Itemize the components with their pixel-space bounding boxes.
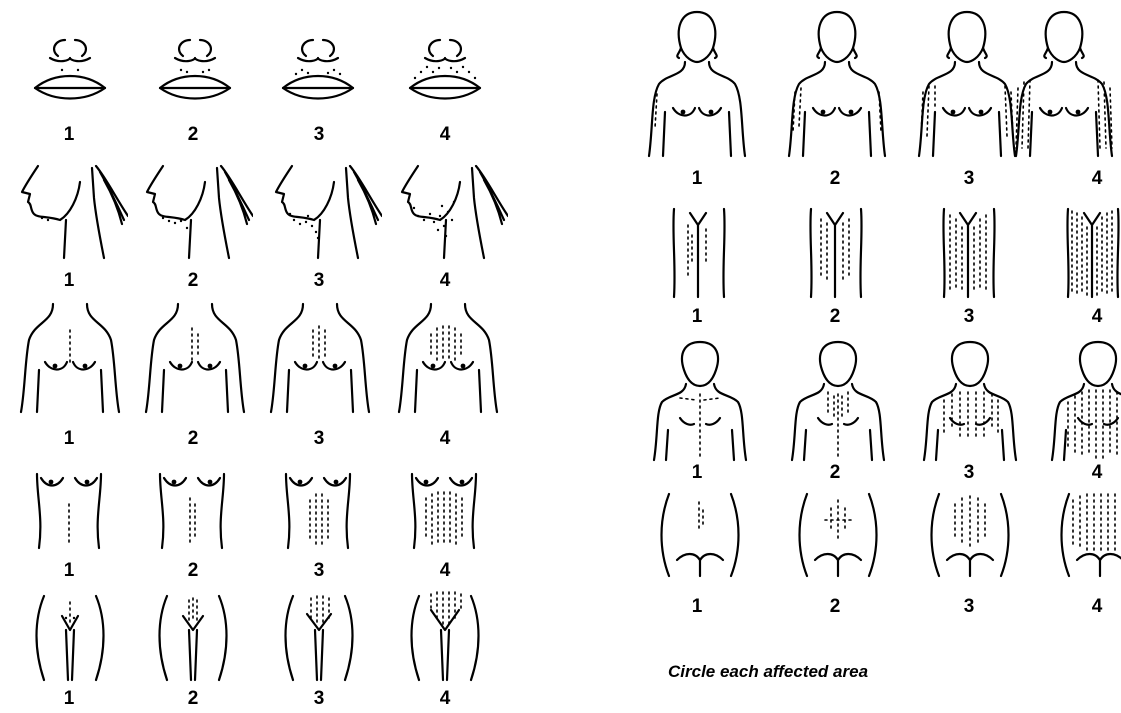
thighs-figure-1 <box>668 205 730 300</box>
thighs-figure-4 <box>1062 205 1121 300</box>
score-label: 2 <box>138 560 248 582</box>
lower-abdomen-figure-1 <box>30 590 110 685</box>
score-label: 3 <box>914 596 1024 618</box>
score-label: 3 <box>264 124 374 146</box>
score-label: 1 <box>642 596 752 618</box>
chest-figure-3 <box>265 300 375 420</box>
score-label: 3 <box>914 168 1024 190</box>
lower-back-figure-4 <box>1055 490 1121 580</box>
lower-back-figure-3 <box>925 490 1015 580</box>
upper-back-figure-3 <box>920 340 1020 465</box>
upper-arms-figure-1 <box>645 8 750 158</box>
score-label: 1 <box>14 124 124 146</box>
score-label: 3 <box>914 462 1024 484</box>
score-label: 4 <box>1042 462 1121 484</box>
instruction-caption: Circle each affected area <box>668 662 868 682</box>
score-label: 2 <box>138 428 248 450</box>
thighs-figure-3 <box>938 205 1000 300</box>
upper-back-figure-1 <box>650 340 750 465</box>
score-label: 2 <box>138 688 248 710</box>
chest-figure-4 <box>393 300 503 420</box>
score-label: 4 <box>390 270 500 292</box>
score-label: 1 <box>642 462 752 484</box>
chin-figure-4 <box>388 158 508 268</box>
score-label: 4 <box>390 428 500 450</box>
score-label: 4 <box>390 124 500 146</box>
score-label: 4 <box>1042 168 1121 190</box>
score-label: 2 <box>138 270 248 292</box>
upper-lip-figure-2 <box>145 30 245 105</box>
upper-abdomen-figure-4 <box>402 468 487 553</box>
score-label: 4 <box>1042 306 1121 328</box>
score-label: 1 <box>14 560 124 582</box>
score-label: 3 <box>264 688 374 710</box>
score-label: 4 <box>1042 596 1121 618</box>
score-label: 3 <box>264 428 374 450</box>
score-label: 1 <box>642 306 752 328</box>
score-label: 1 <box>642 168 752 190</box>
right-panel: 1 2 3 4 1 2 3 4 1 2 3 4 1 2 3 4 <box>600 0 1121 713</box>
upper-abdomen-figure-3 <box>276 468 361 553</box>
upper-abdomen-figure-2 <box>150 468 235 553</box>
upper-arms-figure-2 <box>785 8 890 158</box>
chin-figure-2 <box>133 158 253 268</box>
score-label: 2 <box>138 124 248 146</box>
lower-abdomen-figure-3 <box>279 590 359 685</box>
upper-arms-figure-3 <box>915 8 1020 158</box>
score-label: 4 <box>390 688 500 710</box>
chin-figure-3 <box>262 158 382 268</box>
lower-back-figure-1 <box>655 490 745 580</box>
score-label: 2 <box>780 596 890 618</box>
score-label: 1 <box>14 428 124 450</box>
score-label: 2 <box>780 462 890 484</box>
score-label: 2 <box>780 168 890 190</box>
score-label: 3 <box>264 560 374 582</box>
upper-lip-figure-3 <box>268 30 368 105</box>
upper-lip-figure-1 <box>20 30 120 105</box>
score-label: 4 <box>390 560 500 582</box>
upper-abdomen-figure-1 <box>27 468 112 553</box>
score-label: 3 <box>914 306 1024 328</box>
left-panel: 1 2 3 4 1 2 3 4 1 2 3 4 1 2 3 4 <box>0 0 560 713</box>
upper-back-figure-2 <box>788 340 888 465</box>
chest-figure-1 <box>15 300 125 420</box>
thighs-figure-2 <box>805 205 867 300</box>
score-label: 1 <box>14 688 124 710</box>
chin-figure-1 <box>8 158 128 268</box>
lower-abdomen-figure-2 <box>153 590 233 685</box>
upper-back-figure-4 <box>1048 340 1121 465</box>
score-label: 2 <box>780 306 890 328</box>
upper-arms-figure-4 <box>1012 8 1117 158</box>
chest-figure-2 <box>140 300 250 420</box>
lower-back-figure-2 <box>793 490 883 580</box>
upper-lip-figure-4 <box>395 30 495 105</box>
score-label: 3 <box>264 270 374 292</box>
lower-abdomen-figure-4 <box>405 590 485 685</box>
score-label: 1 <box>14 270 124 292</box>
